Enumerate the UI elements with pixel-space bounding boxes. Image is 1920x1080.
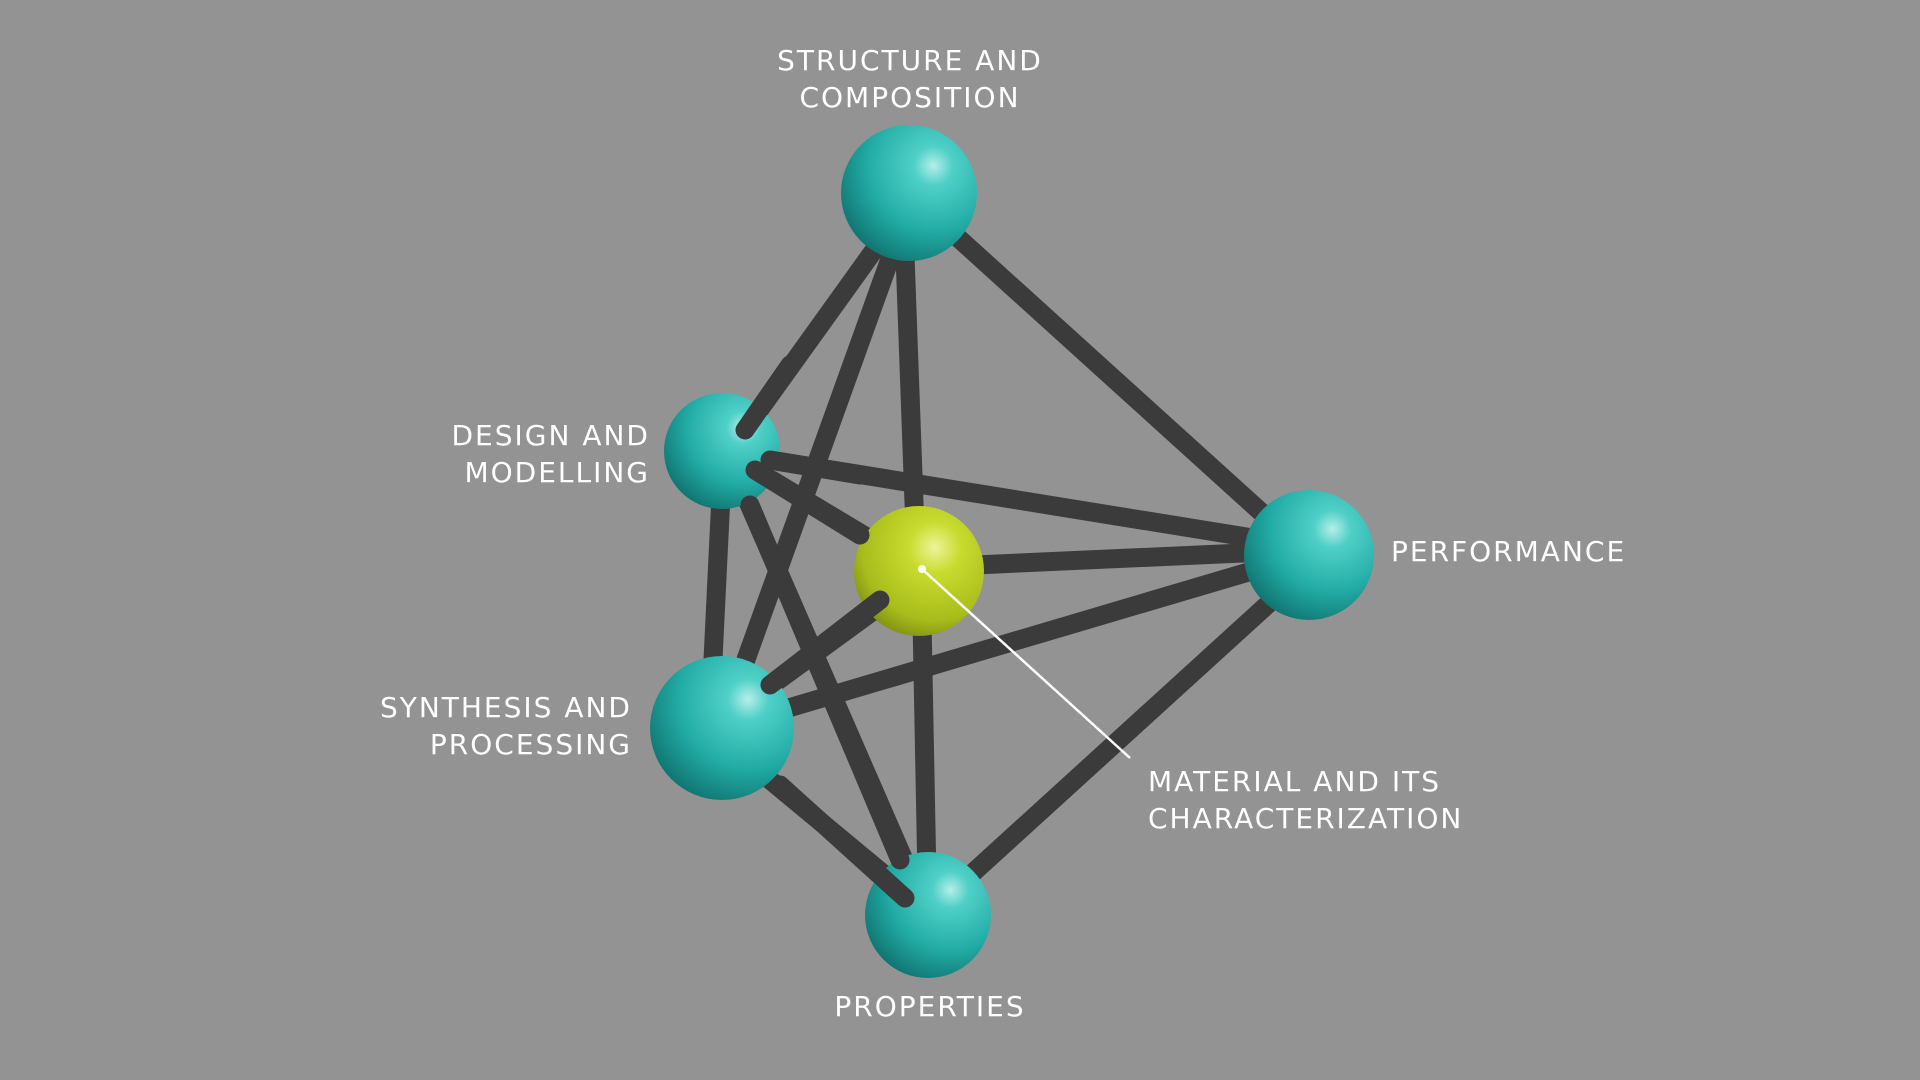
strut-design-structure-front [735,355,800,440]
node-synthesis [650,656,794,800]
label-synthesis-line2: PROCESSING [429,728,632,761]
strut-center-performance [965,542,1275,575]
pointer-line [921,568,1131,759]
strut-synthesis-performance [765,558,1272,722]
label-design-and-modelling: DESIGN AND MODELLING [410,417,650,491]
strut-structure-performance [945,225,1282,532]
strut-design-synthesis [702,465,732,690]
node-structure [841,125,977,261]
node-performance [1244,490,1374,620]
label-material-line2: CHARACTERIZATION [1148,802,1464,835]
strut-design-center-front [745,460,870,545]
strut-center-synthesis-front [760,590,890,695]
label-performance-line1: PERFORMANCE [1391,535,1627,568]
strut-performance-properties [955,585,1288,890]
label-properties-line1: PROPERTIES [834,990,1026,1023]
label-structure-line1: STRUCTURE AND [777,44,1043,77]
label-design-line1: DESIGN AND [451,419,650,452]
label-material-line1: MATERIAL AND ITS [1148,765,1441,798]
label-performance: PERFORMANCE [1391,533,1651,570]
label-synthesis-and-processing: SYNTHESIS AND PROCESSING [370,689,632,763]
strut-design-properties-front [740,495,910,870]
strut-synthesis-properties-front [770,775,915,908]
label-properties: PROPERTIES [800,988,1060,1025]
label-design-line2: MODELLING [464,456,650,489]
label-structure-and-composition: STRUCTURE AND COMPOSITION [760,42,1060,116]
label-material-and-characterization: MATERIAL AND ITS CHARACTERIZATION [1148,763,1488,837]
label-synthesis-line1: SYNTHESIS AND [379,691,632,724]
pointer-dot [918,565,926,573]
strut-structure-center [895,245,925,540]
material-pointer [918,565,1131,759]
strut-design-performance-front [760,450,870,485]
label-structure-line2: COMPOSITION [799,81,1021,114]
